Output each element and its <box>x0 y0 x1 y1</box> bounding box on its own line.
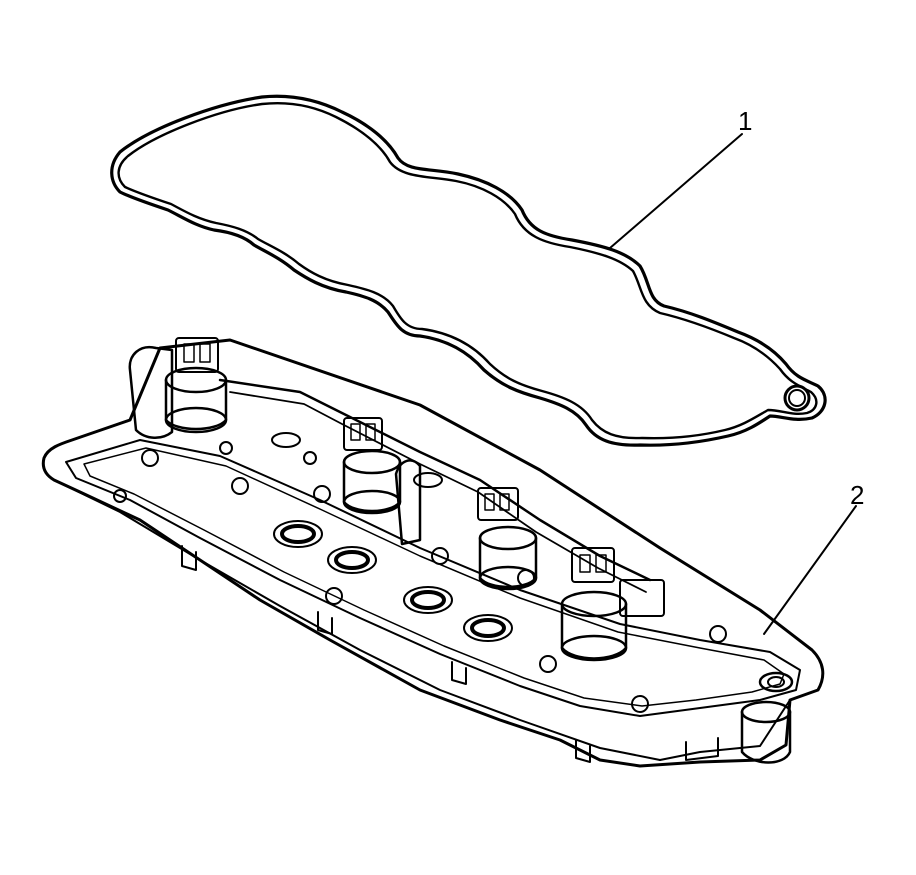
callout-2-label: 2 <box>850 480 864 510</box>
gasket-bolt-eye <box>783 384 811 412</box>
wiring-harness-lower <box>229 391 647 593</box>
cover-assembly <box>41 337 825 768</box>
cover-rim-inner <box>83 447 785 707</box>
gasket <box>110 94 827 447</box>
coil-tower-1 <box>128 337 228 439</box>
plug-wells <box>271 432 513 642</box>
gasket-inner-edge <box>117 101 818 440</box>
wiring-harness <box>218 378 652 582</box>
callout-1: 1 <box>609 106 752 249</box>
foot-tabs <box>181 545 719 763</box>
gasket-outer-edge <box>110 94 827 447</box>
callout-1-label: 1 <box>738 106 752 136</box>
cover-rim <box>65 439 801 717</box>
callout-2: 2 <box>763 480 864 635</box>
callout-2-leader <box>763 505 857 635</box>
bolt-bosses <box>113 441 727 713</box>
coil-tower-3 <box>477 487 538 591</box>
coil-tower-2 <box>342 417 422 546</box>
coil-tower-4 <box>560 547 665 662</box>
gasket-bolt-eye-hole <box>788 389 806 407</box>
cover-front-skirt <box>53 479 661 761</box>
cover-side-skirt <box>659 699 791 761</box>
callout-1-leader <box>609 133 743 249</box>
cover-outlet-cylinder <box>740 671 794 764</box>
